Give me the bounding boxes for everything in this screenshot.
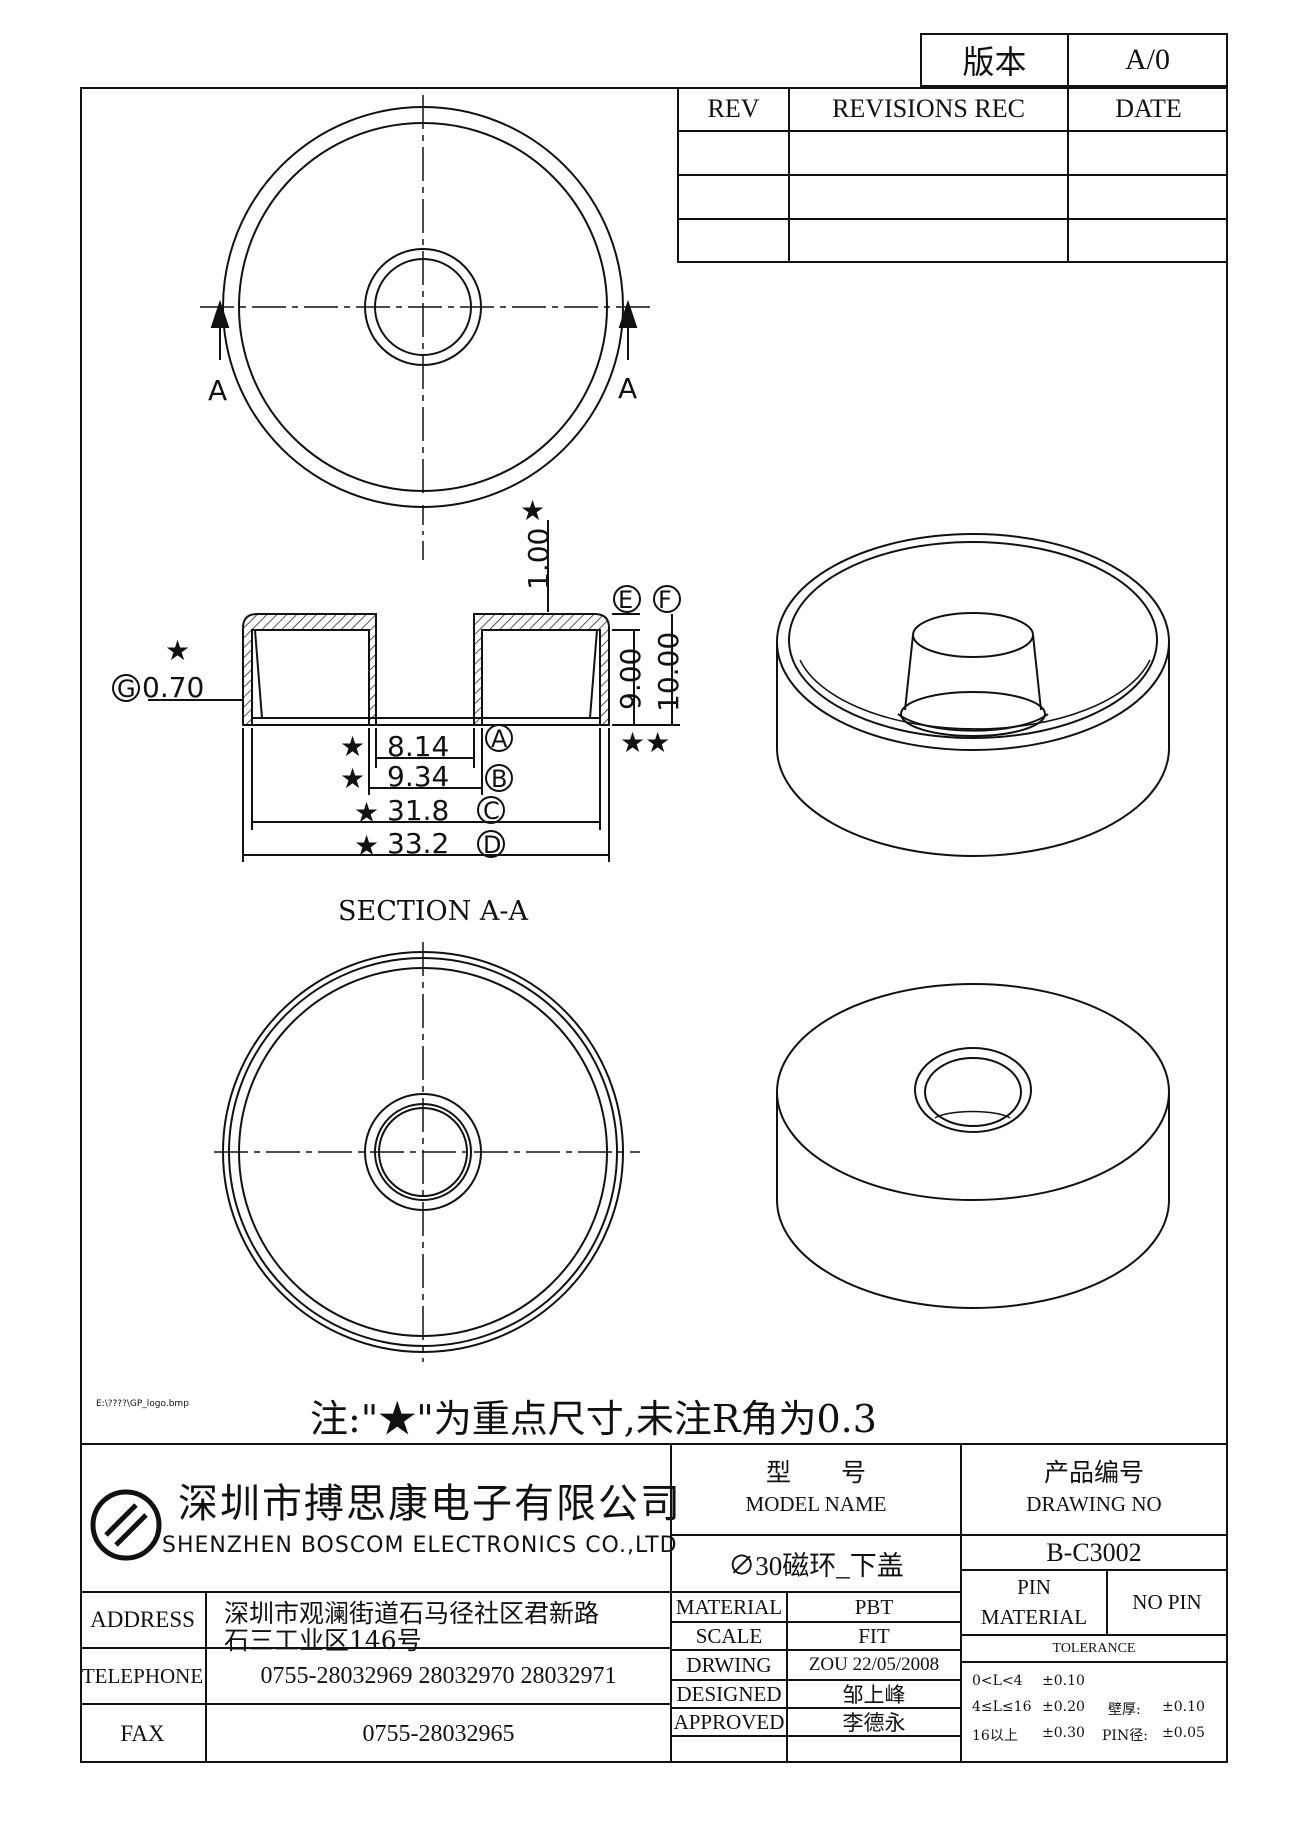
drwing-label: DRWING	[686, 1652, 772, 1677]
version-value: A/0	[1125, 43, 1170, 76]
company-logo-icon	[90, 1489, 162, 1561]
material-label: MATERIAL	[675, 1594, 783, 1619]
dim-height-inner: 9.00	[614, 648, 647, 710]
dim-label-g: G	[117, 675, 136, 703]
dim-label-a: A	[491, 725, 508, 753]
dim-star-a: ★	[340, 730, 365, 763]
dim-d: 33.2	[387, 827, 449, 860]
drwing-value: ZOU 22/05/2008	[808, 1654, 940, 1675]
dim-star-b: ★	[340, 762, 365, 795]
section-marker-right: A	[618, 372, 637, 405]
company-name-en: SHENZHEN BOSCOM ELECTRONICS CO.,LTD	[162, 1533, 678, 1558]
model-label-en: MODEL NAME	[745, 1491, 887, 1516]
rev-header: REV	[707, 93, 760, 123]
section-marker-left: A	[208, 374, 227, 407]
tolerance-range-3: 16以上	[972, 1728, 1018, 1744]
section-title: SECTION A-A	[338, 896, 529, 927]
approved-label: APPROVED	[673, 1709, 785, 1734]
logo-path: E:\????\GP_logo.bmp	[96, 1399, 189, 1409]
tolerance-value-3: ±0.30	[1042, 1725, 1085, 1741]
dim-a: 8.14	[387, 730, 449, 763]
tolerance-wall-label: 壁厚:	[1108, 1702, 1141, 1718]
iso-view-top	[776, 533, 1170, 857]
tolerance-pin-label: PIN径:	[1102, 1728, 1148, 1744]
dim-thickness: 1.00	[522, 528, 555, 590]
tolerance-wall-value: ±0.10	[1162, 1699, 1205, 1715]
tolerance-label: TOLERANCE	[1052, 1640, 1136, 1656]
revisions-rec-header: REVISIONS REC	[832, 93, 1025, 123]
drawing-label-en: DRAWING NO	[1026, 1491, 1162, 1516]
dim-wall: 0.70	[142, 671, 204, 704]
drawing-label-cn: 产品编号	[1043, 1460, 1144, 1487]
dim-c: 31.8	[387, 794, 449, 827]
tolerance-value-1: ±0.10	[1042, 1673, 1085, 1689]
designed-label: DESIGNED	[676, 1681, 782, 1706]
section-view	[148, 505, 680, 862]
pin-value: NO PIN	[1132, 1590, 1202, 1614]
dim-label-f: F	[658, 586, 672, 614]
scale-label: SCALE	[695, 1623, 763, 1648]
dim-star-c: ★	[354, 796, 379, 829]
dim-height-outer: 10.00	[652, 632, 685, 712]
dim-star-height: ★★	[620, 726, 670, 759]
approved-value: 李德永	[842, 1711, 906, 1735]
address-label: ADDRESS	[90, 1607, 195, 1632]
company-name-cn: 深圳市搏思康电子有限公司	[178, 1481, 682, 1527]
top-view	[200, 95, 650, 508]
address-line2: 石三工业区146号	[224, 1626, 422, 1655]
engineering-drawings: A A ★ 1.00	[112, 95, 1170, 1362]
pin-label-2: MATERIAL	[980, 1604, 1088, 1629]
dim-label-b: B	[491, 765, 507, 793]
dim-label-c: C	[483, 797, 500, 825]
iso-view-bottom	[776, 983, 1170, 1309]
model-value: ∅30磁环_下盖	[728, 1551, 904, 1581]
drawing-value: B-C3002	[1046, 1537, 1142, 1567]
dim-star-wall: ★	[165, 634, 190, 667]
tolerance-range-1: 0<L<4	[972, 1673, 1023, 1689]
dim-star-thickness: ★	[520, 494, 545, 527]
revisions-table: REV REVISIONS REC DATE	[677, 87, 1228, 263]
dim-label-d: D	[483, 831, 501, 859]
model-label-cn: 型 号	[765, 1460, 866, 1487]
tolerance-range-2: 4≤L≤16	[972, 1699, 1032, 1715]
drawing-frame	[80, 87, 1228, 1763]
dim-b: 9.34	[387, 760, 449, 793]
fax-label: FAX	[120, 1721, 165, 1746]
pin-label-1: PIN	[1017, 1574, 1051, 1599]
telephone-value: 0755-28032969 28032970 28032971	[260, 1662, 617, 1689]
bottom-view	[214, 942, 640, 1362]
dim-star-d: ★	[354, 829, 379, 862]
designed-value: 邹上峰	[842, 1683, 906, 1707]
tolerance-value-2: ±0.20	[1042, 1699, 1085, 1715]
dim-label-e: E	[618, 586, 633, 614]
drawing-note: 注:"★"为重点尺寸,未注R角为0.3	[310, 1397, 877, 1441]
title-block: 深圳市搏思康电子有限公司 SHENZHEN BOSCOM ELECTRONICS…	[80, 1443, 1228, 1763]
date-header: DATE	[1115, 93, 1182, 123]
fax-value: 0755-28032965	[362, 1720, 515, 1747]
material-value: PBT	[854, 1594, 894, 1619]
address-line1: 深圳市观澜街道石马径社区君新路	[224, 1599, 600, 1628]
scale-value: FIT	[858, 1623, 890, 1648]
telephone-label: TELEPHONE	[81, 1663, 204, 1688]
version-box: 版本 A/0	[920, 33, 1228, 87]
version-label: 版本	[962, 44, 1027, 80]
tolerance-pin-value: ±0.05	[1162, 1725, 1205, 1741]
